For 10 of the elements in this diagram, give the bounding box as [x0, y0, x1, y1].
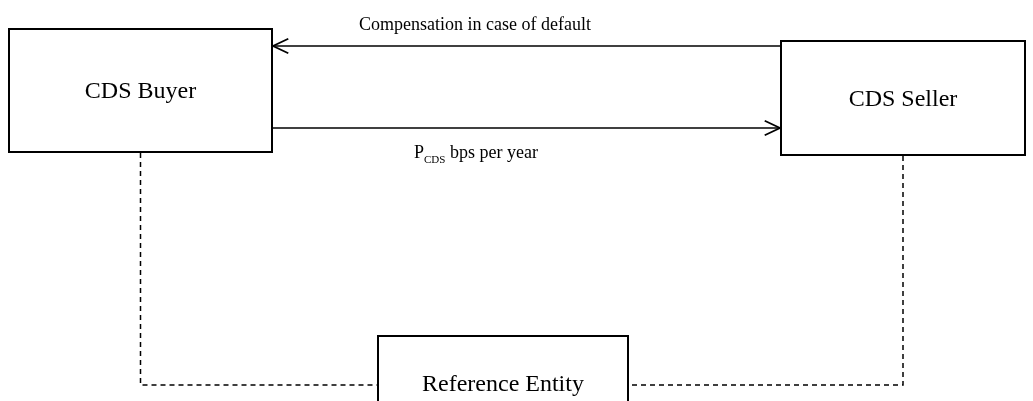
arrow — [272, 37, 781, 55]
entity-box — [780, 40, 1026, 156]
entity-name: CDS Seller — [848, 84, 958, 112]
entity-name: CDS Buyer — [84, 77, 197, 104]
edge-label: Compensation in case of default — [357, 14, 593, 35]
entity-box — [377, 335, 629, 401]
entity-name: Reference Entity — [422, 370, 584, 397]
entity-box — [8, 28, 273, 153]
edge-label: P$_{CDS}$ bps per year — [412, 142, 540, 165]
arrow — [272, 119, 781, 137]
